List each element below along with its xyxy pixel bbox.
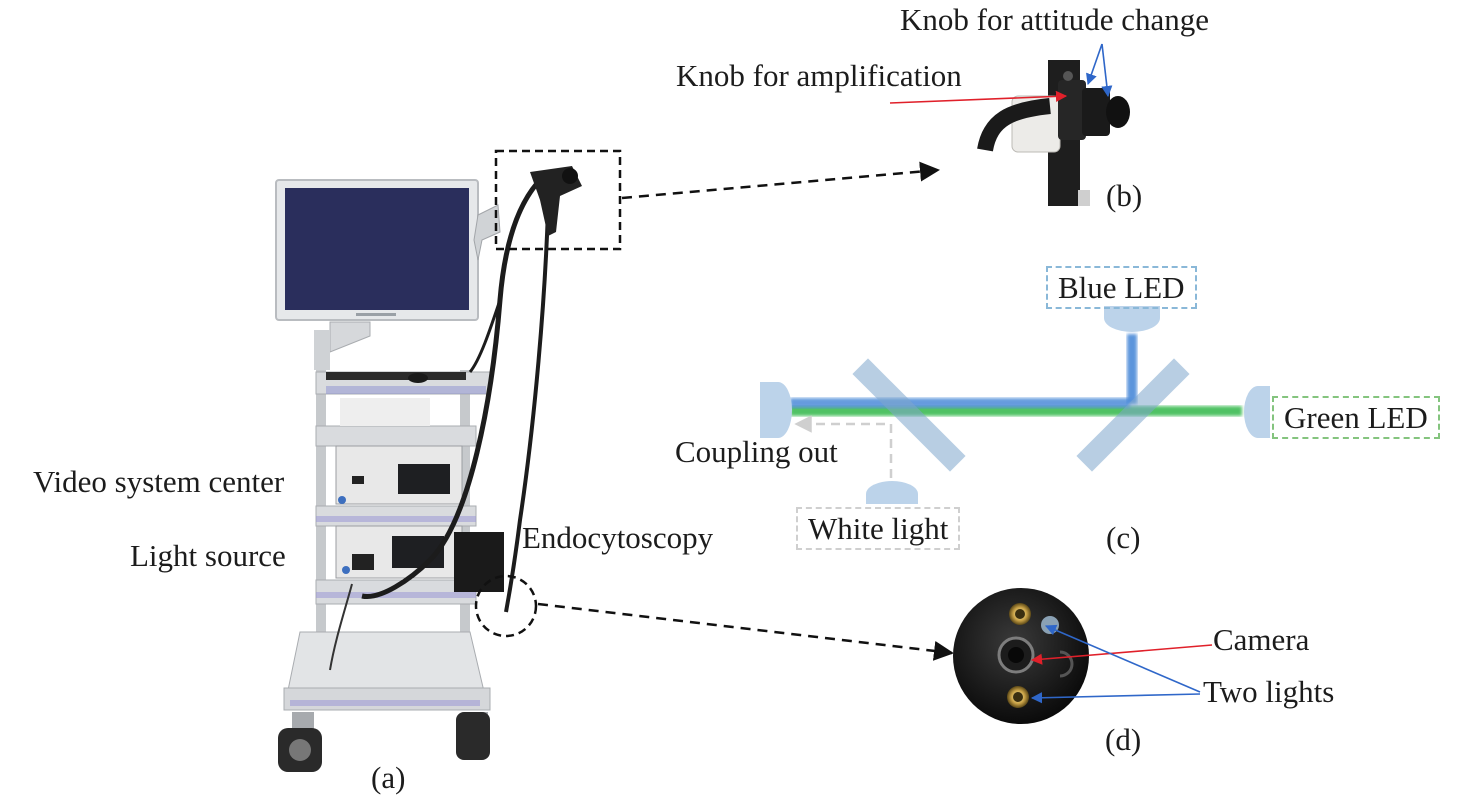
amplification-knob-arrow <box>889 90 1068 104</box>
lights-arrow-2 <box>1030 692 1201 704</box>
caption-b: (b) <box>1106 178 1143 213</box>
label-attitude-knob: Knob for attitude change <box>900 2 1210 37</box>
blue-led-lens <box>1104 306 1160 332</box>
callout-arrow-to-d <box>537 602 954 661</box>
green-beam <box>790 406 1242 416</box>
lights-arrow-1 <box>1044 624 1201 693</box>
optical-path-diagram <box>760 306 1270 504</box>
green-led-lens <box>1244 386 1270 438</box>
label-white-light: White light <box>796 507 961 550</box>
dichroic-mirror-right <box>1076 358 1190 472</box>
label-endocytoscopy: Endocytoscopy <box>522 520 714 555</box>
caption-a: (a) <box>371 760 406 795</box>
white-light-lens <box>866 481 918 504</box>
blue-beam <box>790 398 1130 408</box>
endoscope-cart-photo <box>275 166 582 772</box>
attitude-knob-arrow-2 <box>1101 43 1113 98</box>
blue-beam-vertical <box>1127 334 1137 404</box>
callout-arrow-to-b <box>621 161 940 200</box>
coupling-lens <box>760 382 792 438</box>
label-two-lights: Two lights <box>1203 674 1335 709</box>
label-light-source: Light source <box>130 538 286 573</box>
label-green-led: Green LED <box>1272 396 1440 439</box>
dichroic-mirror-left <box>852 358 966 472</box>
scope-tip-callout-circle <box>474 574 538 638</box>
scope-head-callout-box <box>494 149 622 251</box>
caption-c: (c) <box>1106 520 1141 555</box>
attitude-knob-arrow-1 <box>1086 43 1103 86</box>
caption-d: (d) <box>1105 722 1142 757</box>
scope-tip-photo <box>953 588 1089 724</box>
label-amplification-knob: Knob for amplification <box>676 58 962 93</box>
white-light-path <box>794 415 893 478</box>
camera-arrow <box>1030 644 1213 665</box>
label-blue-led: Blue LED <box>1046 266 1197 309</box>
label-video-system-center: Video system center <box>33 464 285 499</box>
label-coupling-out: Coupling out <box>675 434 838 469</box>
label-camera: Camera <box>1213 622 1310 657</box>
